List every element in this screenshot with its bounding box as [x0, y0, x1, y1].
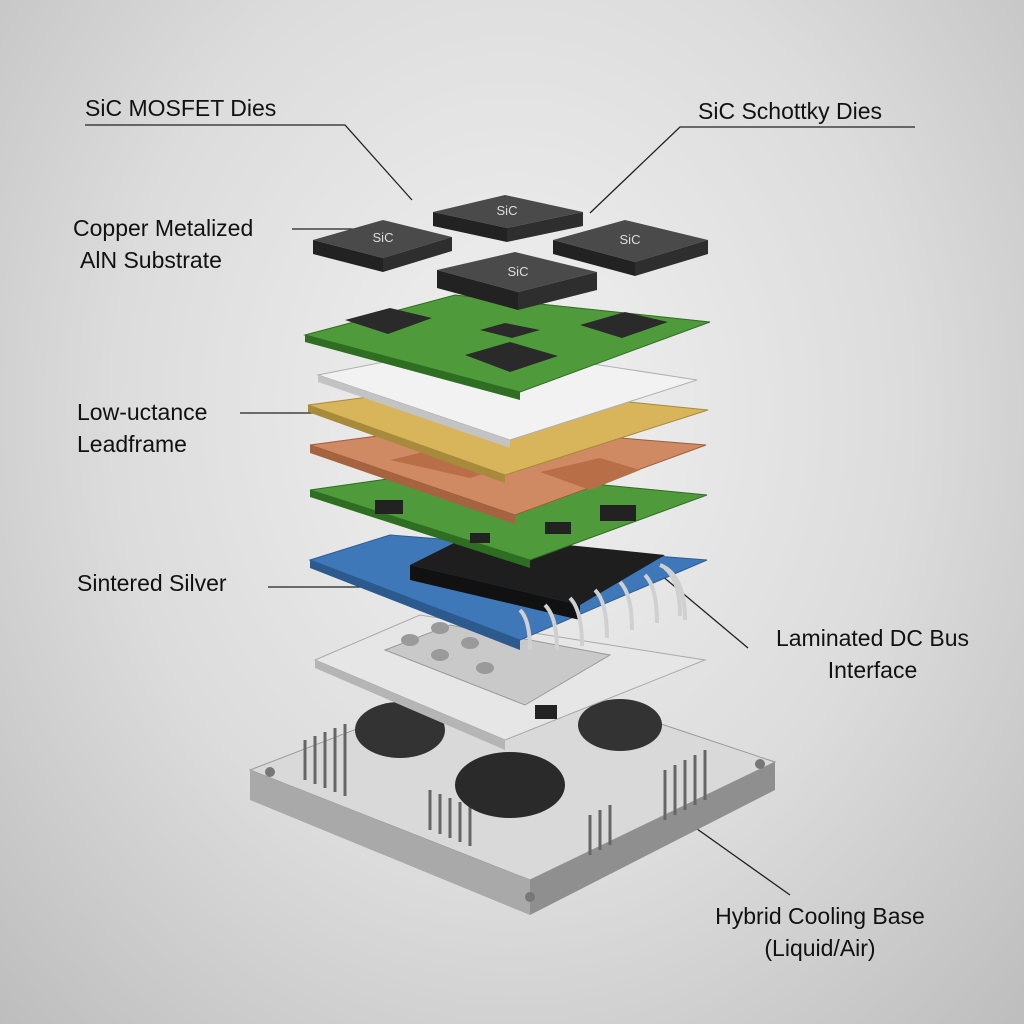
svg-text:SiC: SiC	[508, 264, 529, 279]
label-substrate-line1: Copper Metalized	[73, 215, 254, 241]
label-cooling-line1: Hybrid Cooling Base	[715, 903, 925, 929]
die: SiC	[437, 252, 597, 310]
leader-dcbus	[654, 569, 749, 649]
leader-mosfet	[85, 124, 413, 201]
fan	[355, 702, 445, 758]
leader-schottky	[589, 126, 915, 214]
svg-text:SiC: SiC	[373, 230, 394, 245]
label-leadframe-line1: Low-uctance	[77, 399, 208, 425]
svg-text:SiC: SiC	[497, 203, 518, 218]
die: SiC	[553, 220, 708, 276]
sintered-silver-layer	[308, 534, 708, 651]
cooling-base	[248, 671, 777, 915]
bus-pins	[518, 563, 687, 651]
label-sintered-silver: Sintered Silver	[77, 570, 227, 596]
label-dcbus-line1: Laminated DC Bus	[775, 625, 970, 651]
sic-dies: SiC SiC SiC SiC	[313, 195, 708, 310]
top-pcb	[303, 294, 711, 400]
label-leadframe-line2: Leadframe	[77, 431, 187, 457]
label-schottky-dies: SiC Schottky Dies	[698, 98, 883, 124]
label-substrate-line2: AlN Substrate	[80, 247, 222, 273]
dc-bus-chip	[410, 535, 665, 605]
die: SiC	[433, 195, 583, 242]
label-cooling-line2: (Liquid/Air)	[764, 935, 876, 961]
svg-text:SiC: SiC	[620, 232, 641, 247]
label-mosfet-dies: SiC MOSFET Dies	[85, 95, 277, 121]
perforated-plate	[313, 614, 707, 750]
die: SiC	[313, 220, 452, 272]
label-dcbus-line2: Interface	[827, 657, 918, 683]
fan	[578, 699, 662, 751]
fan	[455, 752, 565, 818]
